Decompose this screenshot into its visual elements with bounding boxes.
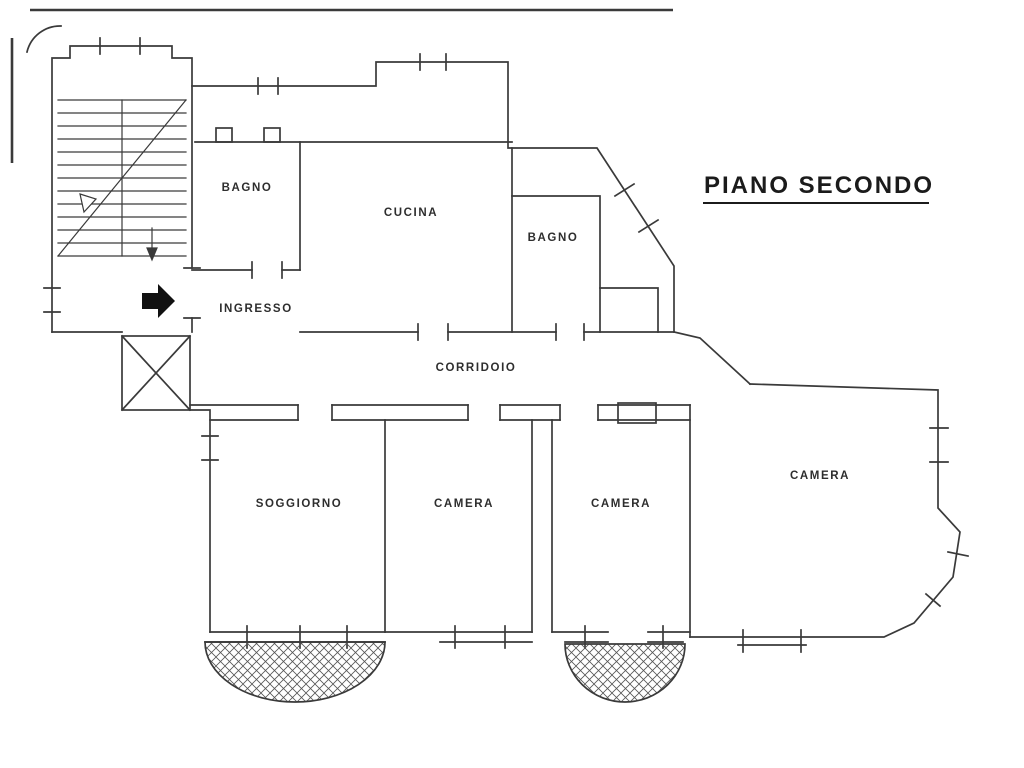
room-label-soggiorno: SOGGIORNO <box>256 498 343 510</box>
room-label-corridoio: CORRIDOIO <box>436 362 517 374</box>
corridor-pier <box>617 402 657 424</box>
walls <box>25 25 970 703</box>
scan-border <box>10 8 673 163</box>
interior-walls <box>189 141 691 638</box>
balcony-2 <box>564 643 686 703</box>
stair-down-arrow-icon <box>146 247 158 262</box>
plan-title: PIANO SECONDO <box>704 172 934 199</box>
outer-walls <box>191 61 961 638</box>
entrance-arrow-icon <box>142 284 175 318</box>
room-labels: BAGNO CUCINA BAGNO INGRESSO CORRIDOIO SO… <box>219 182 850 510</box>
window-markers <box>215 53 970 608</box>
stair-direction-triangle-icon <box>79 193 98 214</box>
room-label-cucina: CUCINA <box>384 207 438 219</box>
stair-block-walls <box>25 25 201 333</box>
room-label-ingresso: INGRESSO <box>219 303 293 315</box>
room-label-bagno-2: BAGNO <box>528 232 579 244</box>
room-label-camera-2: CAMERA <box>591 498 651 510</box>
room-label-bagno-1: BAGNO <box>222 182 273 194</box>
staircase <box>57 99 187 262</box>
elevator-shaft <box>120 334 192 412</box>
room-label-camera-1: CAMERA <box>434 498 494 510</box>
balcony-1 <box>204 641 386 703</box>
title-block: PIANO SECONDO <box>703 172 934 204</box>
room-label-camera-3: CAMERA <box>790 470 850 482</box>
